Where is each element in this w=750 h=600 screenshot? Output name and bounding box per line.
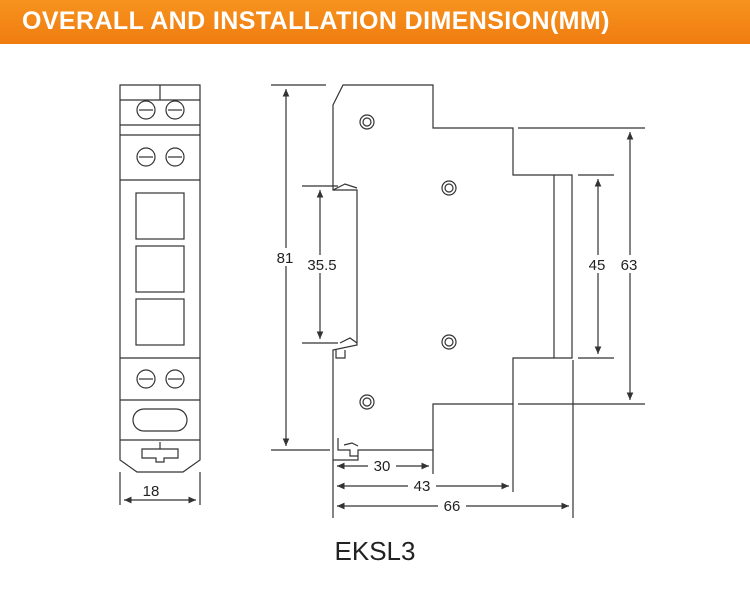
- face-height-label: 63: [621, 257, 638, 274]
- depth-rail-label: 30: [374, 458, 391, 475]
- label-slot: [132, 408, 188, 432]
- indicator-window-1: [135, 192, 185, 240]
- terminal-screw-icon: [136, 369, 185, 389]
- page-title: OVERALL AND INSTALLATION DIMENSION(MM): [22, 7, 610, 35]
- inner-height-label: 45: [589, 257, 606, 274]
- front-body-outline: [119, 84, 201, 473]
- depth-mid-label: 43: [414, 478, 431, 495]
- terminal-screw-icon: [136, 100, 185, 120]
- screw-icon: [359, 114, 375, 130]
- side-body-outline: [332, 84, 573, 461]
- header-banner: OVERALL AND INSTALLATION DIMENSION(MM): [0, 0, 750, 44]
- screw-icon: [441, 180, 457, 196]
- overall-height-label: 81: [277, 250, 294, 267]
- front-view: [119, 84, 201, 505]
- rail-height-label: 35.5: [307, 257, 336, 274]
- indicator-window-2: [135, 245, 185, 293]
- depth-total-label: 66: [444, 498, 461, 515]
- indicator-window-3: [135, 298, 185, 346]
- side-view: [271, 84, 645, 518]
- front-width-label: 18: [143, 483, 160, 500]
- model-name: EKSL3: [334, 536, 416, 566]
- screw-icon: [359, 394, 375, 410]
- screw-icon: [441, 334, 457, 350]
- din-clip: [141, 448, 179, 463]
- top-latch: [332, 183, 358, 191]
- terminal-screw-icon: [136, 147, 185, 167]
